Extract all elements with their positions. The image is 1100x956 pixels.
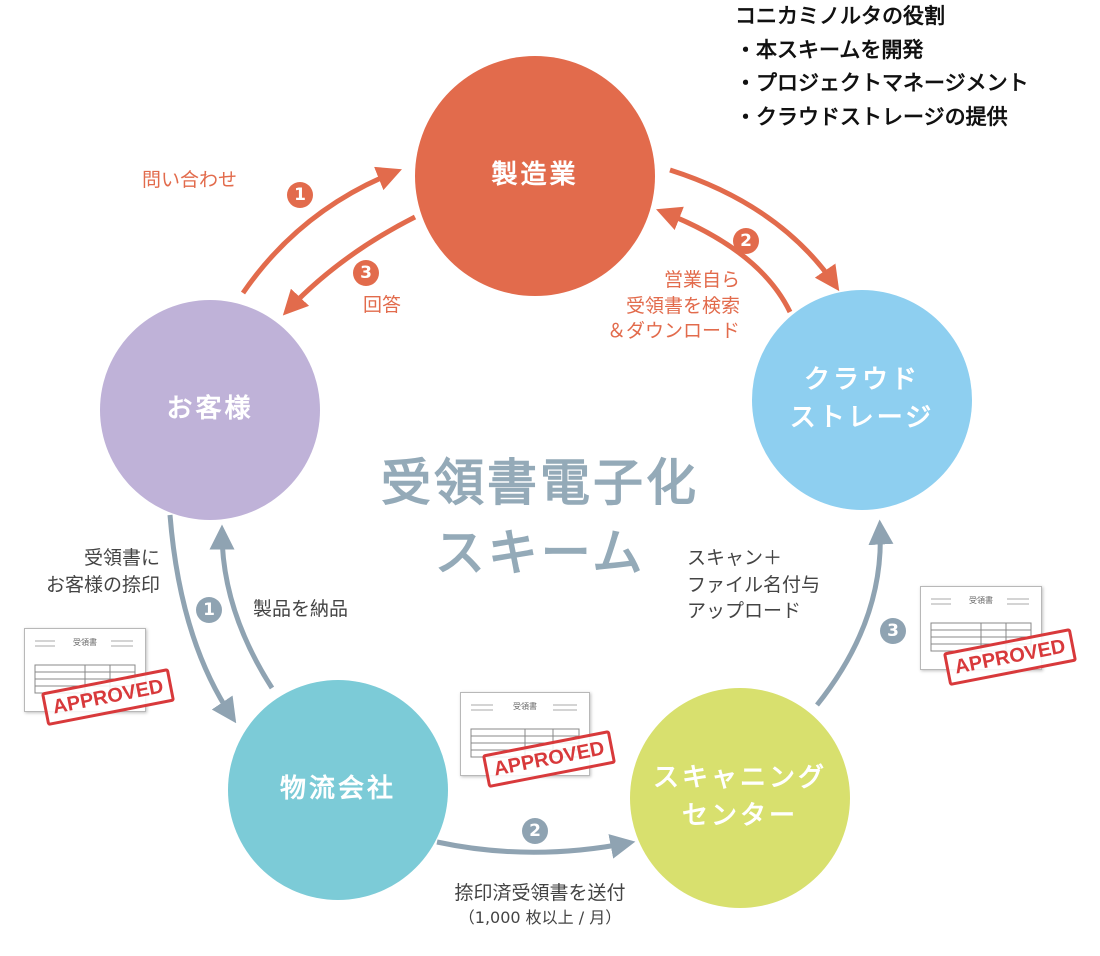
step-stamp-label: 受領書に お客様の捺印 (0, 545, 160, 598)
role-heading: コニカミノルタの役割 (735, 4, 945, 28)
node-customer: お客様 (100, 300, 320, 520)
step-send-line1: 捺印済受領書を送付 (454, 882, 626, 904)
scheme-title-line2: スキーム (434, 524, 646, 582)
scheme-title: 受領書電子化 スキーム (360, 448, 720, 588)
step-sales-search-line3: ＆ダウンロード (606, 320, 740, 343)
role-list: コニカミノルタの役割 ・本スキームを開発 ・プロジェクトマネージメント ・クラウ… (735, 0, 1029, 134)
step-inquiry-number: 1 (287, 182, 313, 208)
step-upload-number: 3 (880, 618, 906, 644)
role-item: ・本スキームを開発 (735, 37, 924, 62)
step-sales-search-line1: 営業自ら (663, 269, 740, 291)
arrow-manufacturer-to-cloud (669, 167, 840, 292)
step-stamp-line2: お客様の捺印 (45, 573, 160, 596)
arrow-upload (815, 519, 894, 707)
step-answer-label: 回答 (363, 294, 402, 316)
step-send-label: 捺印済受領書を送付 （1,000 枚以上 / 月） (380, 880, 700, 929)
node-cloud-line2: ストレージ (789, 403, 935, 433)
receipt-title: 受領書 (73, 638, 97, 647)
step-sales-search-number: 2 (733, 228, 759, 254)
arrow-inquiry (240, 166, 402, 295)
node-manufacturer: 製造業 (415, 56, 655, 296)
step-deliver-number: 1 (196, 597, 222, 623)
step-send-number: 2 (522, 818, 548, 844)
scheme-title-line1: 受領書電子化 (381, 454, 699, 512)
node-scanning: スキャニング センター (630, 688, 850, 908)
receipt-title: 受領書 (513, 702, 537, 711)
step-upload-line1: スキャン＋ (687, 547, 783, 569)
arrow-customer-to-logistics (167, 514, 237, 724)
step-stamp-line1: 受領書に (83, 547, 160, 569)
node-scanning-line1: スキャニング (652, 763, 827, 794)
step-answer-number: 3 (353, 260, 379, 286)
node-manufacturer-label: 製造業 (491, 160, 579, 191)
receipt-title: 受領書 (969, 596, 993, 605)
node-cloud-line1: クラウド (803, 365, 920, 396)
step-upload-label: スキャン＋ ファイル名付与 アップロード (687, 545, 820, 625)
step-deliver-label: 製品を納品 (253, 598, 349, 620)
node-logistics: 物流会社 (228, 680, 448, 900)
step-upload-line3: アップロード (687, 600, 802, 623)
node-cloud: クラウド ストレージ (752, 290, 972, 510)
role-item: ・クラウドストレージの提供 (735, 104, 1008, 129)
step-upload-line2: ファイル名付与 (687, 573, 821, 596)
node-customer-label: お客様 (166, 394, 254, 425)
step-inquiry-label: 問い合わせ (142, 169, 238, 191)
node-logistics-label: 物流会社 (279, 774, 396, 805)
arrow-send (436, 834, 636, 859)
arrow-answer (282, 214, 417, 316)
arrow-sales-search (656, 206, 793, 314)
arrow-deliver (209, 524, 275, 690)
role-item: ・プロジェクトマネージメント (735, 71, 1029, 96)
step-sales-search-line2: 受領書を検索 (625, 294, 740, 317)
step-send-subline: （1,000 枚以上 / 月） (458, 907, 622, 927)
node-scanning-line2: センター (681, 801, 798, 831)
step-sales-search-label: 営業自ら 受領書を検索 ＆ダウンロード (560, 268, 740, 345)
